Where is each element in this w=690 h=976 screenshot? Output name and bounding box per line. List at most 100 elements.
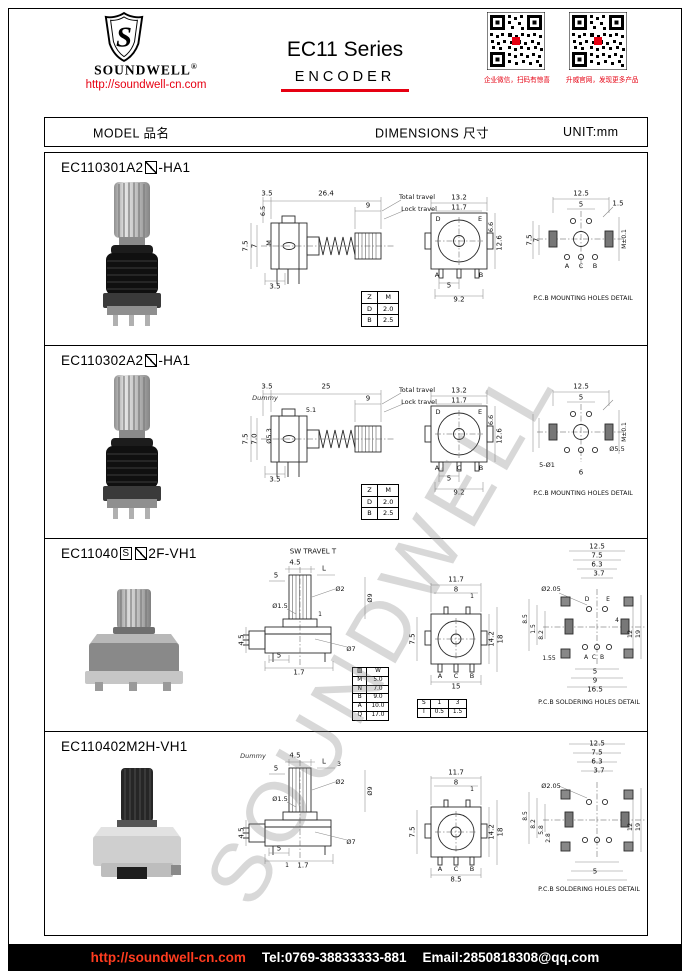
dimension-label: 19 (633, 629, 642, 639)
dimension-label: 12.5 (573, 189, 589, 198)
dimension-label: 26.4 (318, 189, 334, 198)
product-photo (81, 179, 186, 334)
dimension-label: 8.5 (450, 875, 462, 884)
dimension-label: 1.5 (612, 199, 624, 208)
dimension-label: B (469, 671, 475, 680)
dimension-label: E (477, 214, 483, 223)
dimension-label: 5 (273, 764, 279, 773)
spec-cell: W (366, 667, 390, 677)
dimension-label: L (322, 757, 326, 766)
dimension-label: 6.3 (591, 560, 603, 569)
dimension-label: Total travel (398, 385, 436, 394)
model-text: EC110301A2 (61, 160, 144, 175)
dimension-label: Lock travel (401, 204, 437, 213)
dimension-label: 16.5 (587, 685, 603, 694)
dimension-label: 7.5 (241, 433, 250, 445)
spec-cell: M (377, 291, 400, 304)
spec-cell: 9.0 (366, 693, 390, 704)
dimension-label: 7 (532, 237, 541, 243)
spec-cell: Z (360, 484, 379, 497)
page-title: EC11 Series (286, 38, 404, 61)
dimension-label: 18 (496, 634, 505, 644)
model-number: EC110302A2-HA1 (61, 353, 190, 368)
model-option-box (144, 161, 157, 174)
dimension-label: 15 (451, 682, 461, 691)
brand-text: SOUNDWELL (94, 62, 191, 78)
dimension-label: 9 (365, 394, 371, 403)
dimension-label: C (453, 864, 459, 873)
qr-caption: 企业微信，扫码有惊喜 (484, 77, 550, 84)
spec-cell: N (351, 684, 368, 695)
dimension-label: 5 (578, 393, 584, 402)
dimension-label: 11.7 (451, 203, 467, 212)
model-text: EC110402M2H-VH1 (61, 739, 188, 754)
spec-cell: 17.0 (366, 710, 390, 721)
dimension-label: P.C.B MOUNTING HOLES DETAIL (533, 294, 633, 302)
red-underline (281, 89, 409, 92)
product-photo (71, 583, 196, 700)
dimension-label: 18 (496, 827, 505, 837)
qr-code-icon (487, 12, 545, 70)
model-number: EC110402M2H-VH1 (61, 739, 188, 754)
dimension-label: 5 (273, 571, 279, 580)
dimension-label: Ø1.5 (272, 794, 288, 803)
dimension-label: SW TRAVEL T (289, 547, 337, 556)
dimension-label: E (606, 596, 610, 603)
title-block: EC11 Series ENCODER (250, 38, 440, 92)
dimension-label: B (599, 654, 605, 661)
footer-email-link[interactable]: Email:2850818308@qq.com (422, 950, 600, 965)
spec-cell: T (417, 707, 431, 718)
dimension-label: 5-Ø1 (539, 460, 555, 469)
dimension-label: 12.6 (495, 428, 504, 444)
dimension-label: 3 (337, 761, 341, 768)
model-text: 2F-VH1 (148, 546, 197, 561)
dimension-label: Ø5.3 (264, 428, 273, 444)
dimension-label: 8.2 (530, 819, 537, 829)
dimension-label: 7.5 (241, 240, 250, 252)
dimension-label: A (437, 671, 443, 680)
dimension-label: 7.0 (250, 433, 259, 445)
dimension-label: Ø2 (335, 777, 345, 786)
qr-block-website: 升威官网，发现更多产品 (566, 12, 639, 84)
spec-cell: 7.0 (366, 684, 390, 695)
dimension-label: 3.5 (261, 189, 273, 198)
dimension-label: M±0.1 (621, 229, 628, 249)
dimension-label: 14.2 (487, 824, 496, 840)
dimension-label: 5 (276, 651, 282, 660)
dimension-label: 8.5 (522, 811, 529, 821)
model-number: EC110301A2 -HA1 (61, 160, 190, 175)
dimension-label: 5 (578, 200, 584, 209)
brand-url-link[interactable]: http://soundwell-cn.com (85, 79, 207, 91)
model-option-box (144, 354, 157, 367)
dimension-label: 6.6 (486, 221, 495, 233)
spec-cell: D (360, 302, 379, 315)
dimension-label: 5 (276, 844, 282, 853)
dimension-label: 19 (633, 822, 642, 832)
technical-drawing (189, 153, 647, 345)
dimension-label: 7 (250, 243, 259, 249)
dimension-label: P.C.B SOLDERING HOLES DETAIL (538, 698, 640, 706)
dimension-label: Ø2 (335, 584, 345, 593)
dimension-label: 14.2 (487, 631, 496, 647)
footer-url-link[interactable]: http://soundwell-cn.com (90, 950, 246, 965)
dimension-label: 4 (615, 617, 619, 624)
model-text: -HA1 (158, 160, 191, 175)
spec-cell: S (417, 699, 431, 709)
dimension-label: 1 (470, 786, 474, 793)
model-text: EC110302A2 (61, 353, 144, 368)
dimension-label: 2.8 (545, 833, 552, 843)
dimension-label: Ø9 (365, 786, 374, 796)
dimension-label: 13.2 (451, 193, 467, 202)
dimension-label: 9.2 (453, 488, 465, 497)
dimension-label: A (564, 261, 570, 270)
dimension-label: 4.5 (289, 558, 301, 567)
registered-mark: ® (190, 62, 198, 71)
dimension-label: Ø1.5 (272, 601, 288, 610)
dimension-label: 7.5 (408, 826, 417, 838)
spec-cell: A (351, 702, 368, 712)
dimension-label: 8 (453, 585, 459, 594)
